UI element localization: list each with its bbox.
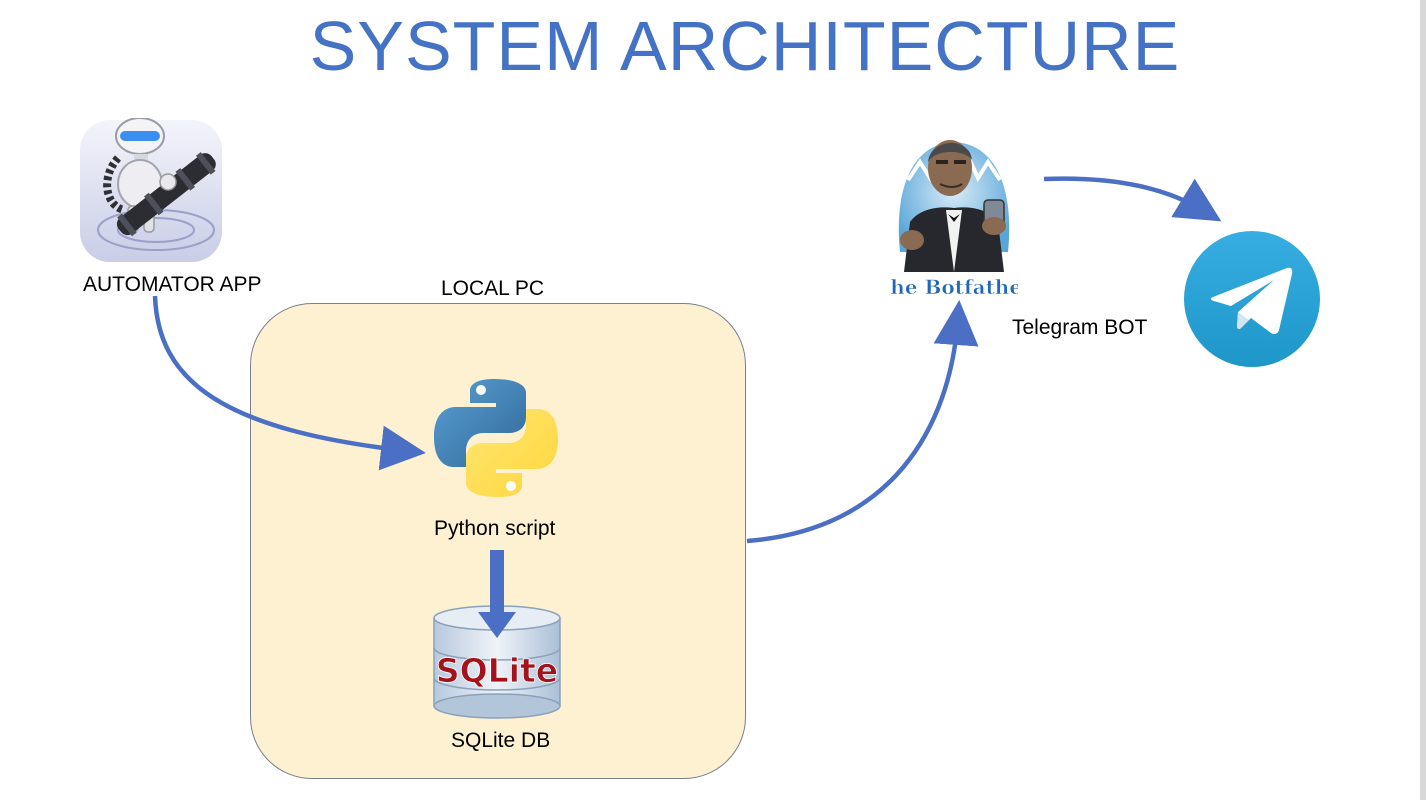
automator-robot-icon [80, 118, 222, 262]
python-label: Python script [434, 517, 556, 540]
automator-label: AUTOMATOR APP [83, 273, 262, 296]
python-logo-icon [434, 379, 558, 497]
arrow-botfather-to-telegram [1043, 176, 1222, 222]
telegram-icon [1184, 231, 1320, 367]
sqlite-logo-text: SQLite [436, 651, 558, 690]
arrow-automator-to-python [152, 295, 426, 471]
botfather-logo-text: The Botfather [890, 275, 1018, 299]
telegram-bot-label: Telegram BOT [1012, 316, 1148, 339]
botfather-icon: The Botfather [890, 140, 1018, 299]
arrow-python-to-sqlite-head [478, 612, 516, 638]
slide-edge [1420, 0, 1426, 800]
local-pc-label: LOCAL PC [441, 277, 545, 300]
sqlite-label: SQLite DB [451, 729, 551, 752]
arrow-localpc-to-botfather [746, 300, 979, 544]
diagram-title: SYSTEM ARCHITECTURE [309, 7, 1181, 85]
